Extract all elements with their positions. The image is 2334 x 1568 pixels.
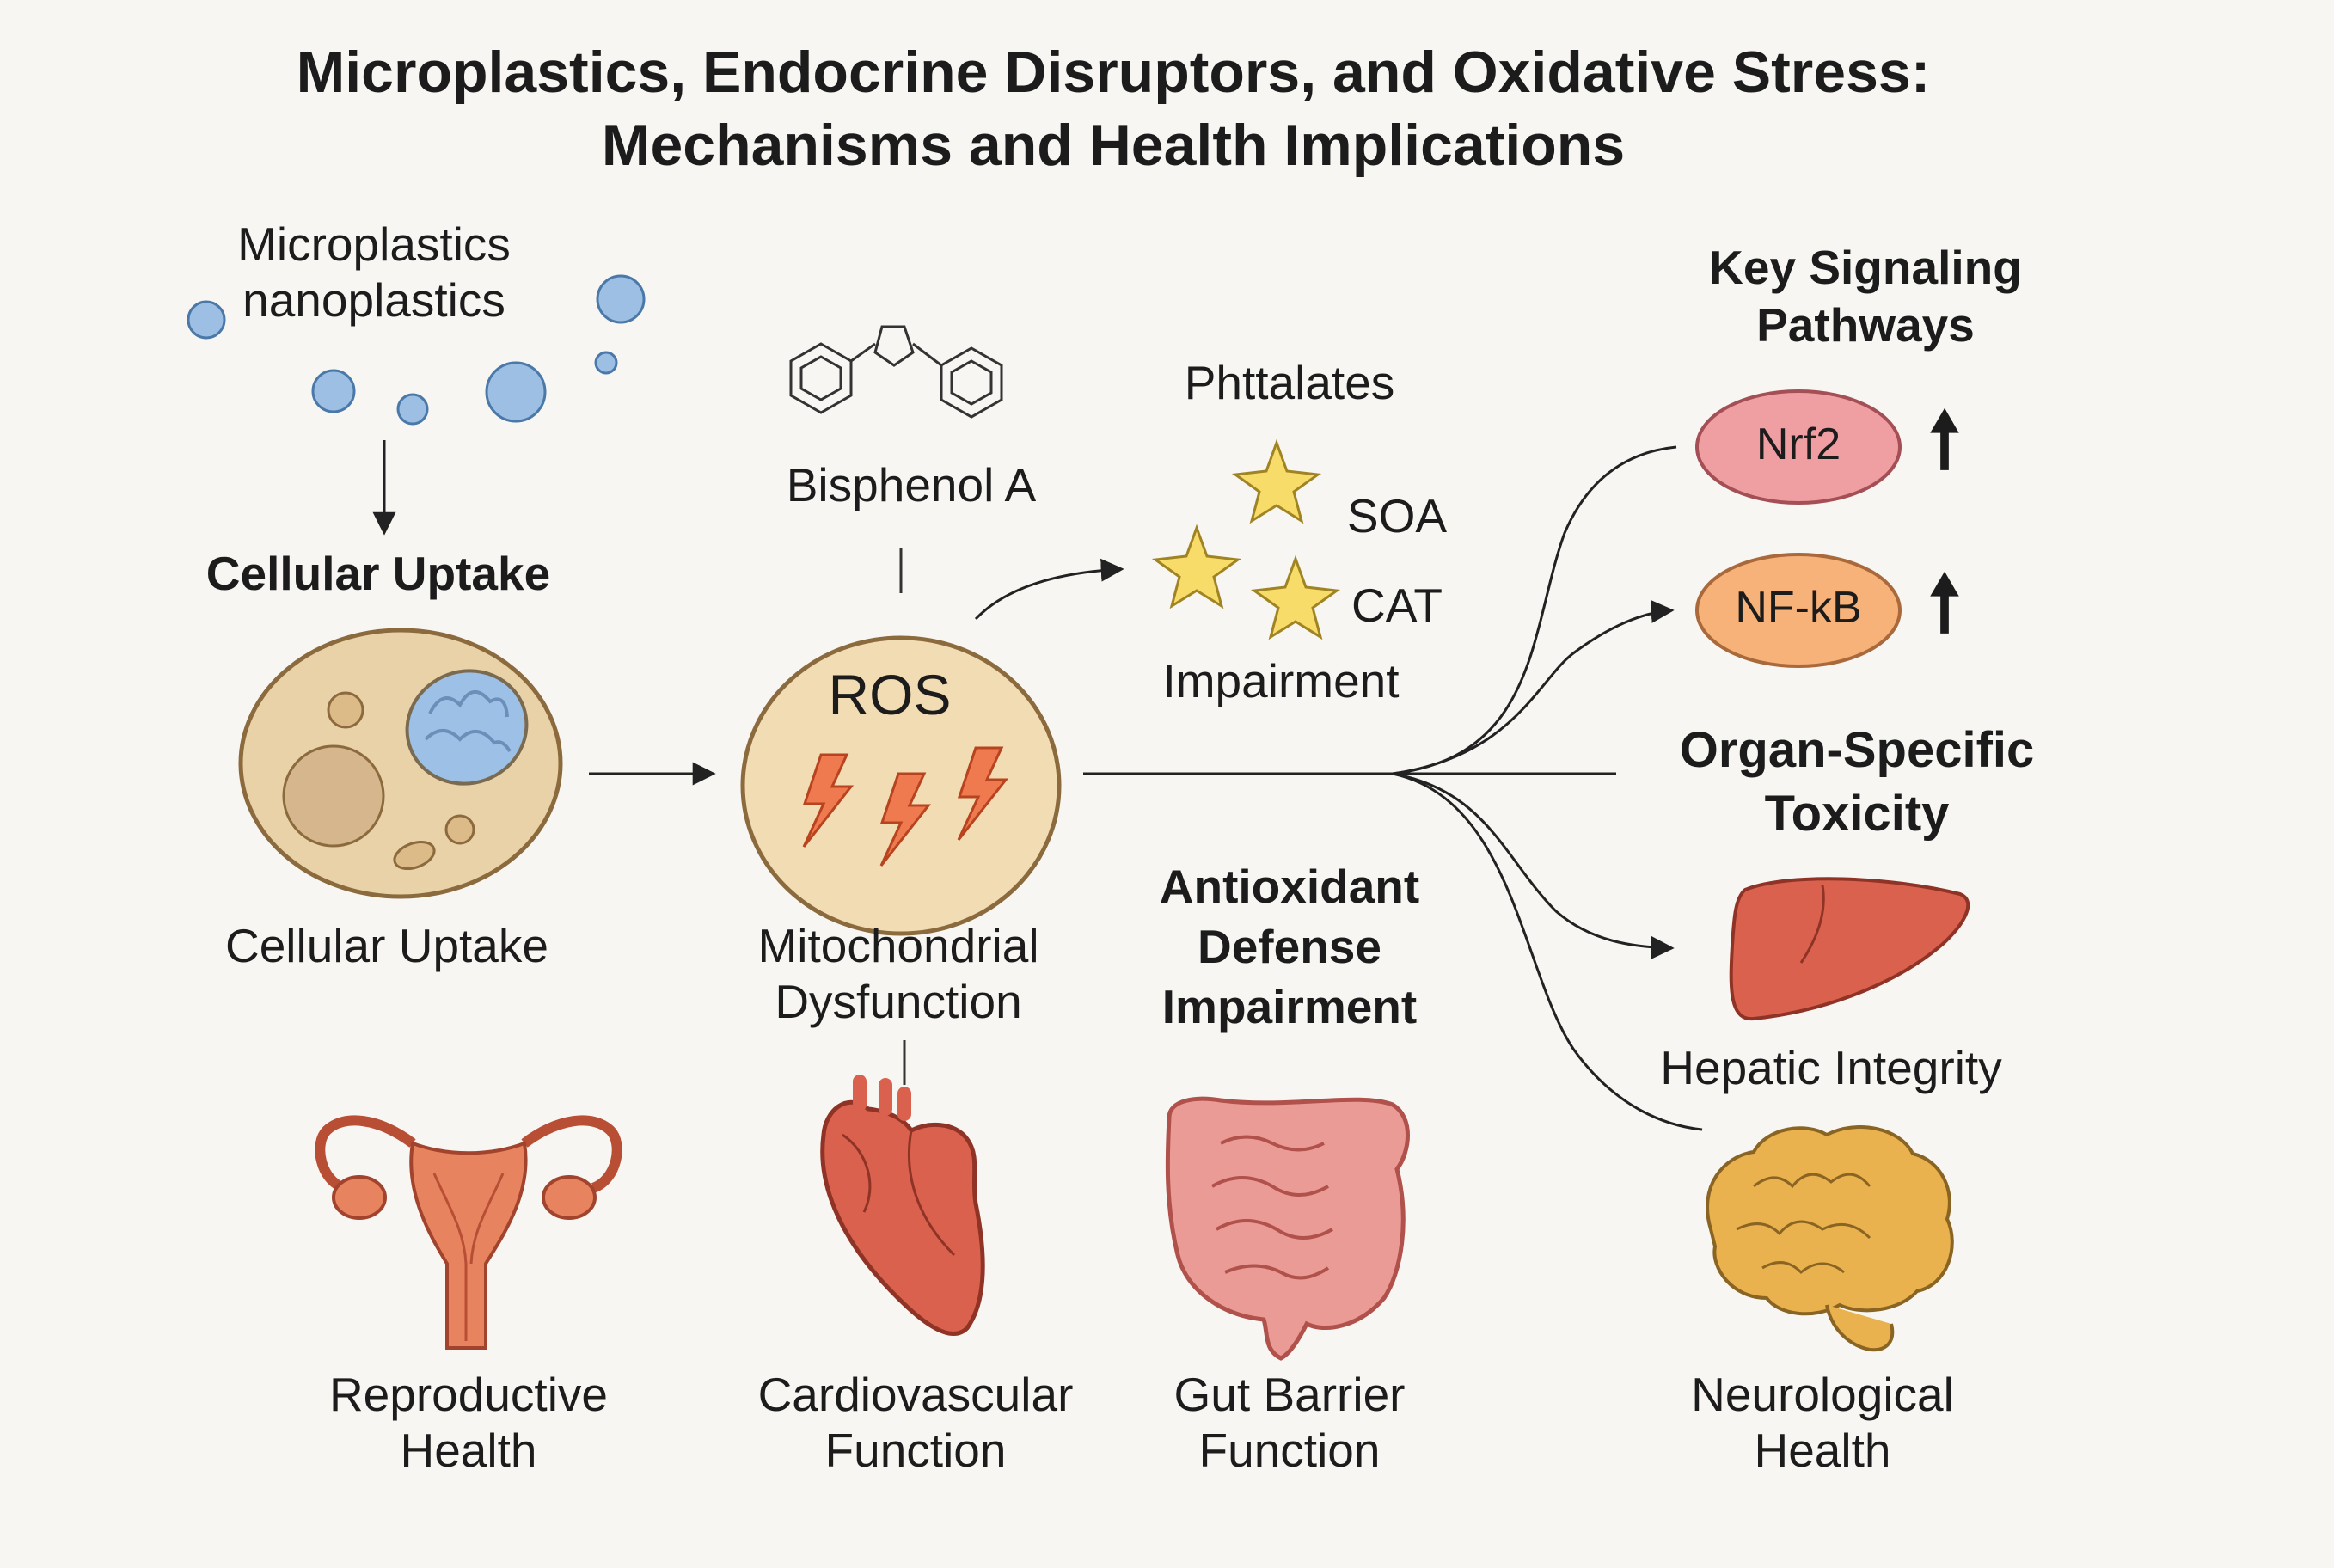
nfkb-up-arrow-icon: 🠕	[1928, 560, 1961, 646]
bisphenol-a-label: Bisphenol A	[786, 458, 1037, 511]
nfkb-label: NF-kB	[1735, 583, 1862, 633]
reproductive-line-2: Health	[400, 1423, 537, 1477]
cardiovascular-function-label: Cardiovascular Function	[696, 1367, 1135, 1479]
ros-illustration	[740, 635, 1062, 936]
mitochondrial-dysfunction-caption: Mitochondrial Dysfunction	[705, 918, 1092, 1030]
cell-illustration	[238, 628, 563, 899]
title-line-2: Mechanisms and Health Implications	[601, 113, 1626, 178]
mitochondrion-icon	[405, 669, 529, 786]
nfkb-pill	[1695, 553, 1902, 668]
particle	[396, 393, 429, 426]
cellular-uptake-heading: Cellular Uptake	[205, 547, 551, 600]
mitochondrial-dysfunction-line-1: Mitochondrial	[757, 919, 1039, 972]
organ-toxicity-line-2: Toxicity	[1764, 785, 1950, 842]
phthalate-stars	[1151, 438, 1341, 640]
gut-barrier-line-2: Function	[1198, 1423, 1381, 1477]
cellular-uptake-caption: Cellular Uptake	[224, 919, 548, 972]
lightning-icon	[879, 772, 932, 867]
particle	[311, 369, 356, 413]
nrf2-up-arrow-icon: 🠕	[1928, 397, 1961, 482]
star-icon	[1231, 438, 1322, 524]
antioxidant-line-3: Impairment	[1161, 979, 1418, 1033]
signaling-heading-line-1: Key Signaling	[1709, 241, 2022, 294]
reproductive-health-label: Reproductive Health	[249, 1367, 688, 1479]
phthalates-label: Phttalates	[1184, 356, 1395, 409]
signaling-heading-line-2: Pathways	[1756, 298, 1975, 352]
star-icon	[1151, 524, 1242, 609]
gut-barrier-line-1: Gut Barrier	[1173, 1368, 1406, 1421]
mitochondrial-dysfunction-line-2: Dysfunction	[775, 974, 1022, 1028]
neurological-line-1: Neurological	[1691, 1368, 1954, 1421]
signaling-pathways-heading: Key Signaling Pathways	[1642, 239, 2089, 354]
enzyme-soa-label: SOA	[1346, 489, 1448, 542]
star-icon	[1250, 554, 1341, 640]
microplastics-label-line-1: Microplastics	[237, 217, 511, 271]
heart-icon	[820, 1075, 985, 1336]
particle	[187, 300, 226, 340]
liver-icon	[1729, 877, 1970, 1021]
ros-label: ROS	[828, 663, 952, 726]
uterus-icon	[315, 1115, 622, 1350]
title-line-1: Microplastics, Endocrine Disruptors, and…	[296, 40, 1931, 105]
lightning-icon	[802, 753, 855, 848]
lightning-icon	[957, 746, 1009, 841]
particle	[596, 274, 646, 324]
cardiovascular-line-2: Function	[824, 1423, 1007, 1477]
antioxidant-line-2: Defense	[1198, 919, 1381, 973]
diagram-title: Microplastics, Endocrine Disruptors, and…	[0, 36, 2227, 182]
particle	[594, 351, 618, 375]
organ-toxicity-line-1: Organ-Specific	[1679, 722, 2035, 778]
impairment-label: Impairment	[1162, 654, 1400, 707]
intestine-icon	[1165, 1096, 1410, 1361]
nrf2-pill	[1695, 389, 1902, 505]
brain-icon	[1706, 1125, 1954, 1352]
gut-barrier-function-label: Gut Barrier Function	[1075, 1367, 1504, 1479]
pathway-branches	[1083, 445, 1703, 1131]
enzyme-cat-label: CAT	[1351, 579, 1443, 632]
microplastics-label-line-2: nanoplastics	[242, 273, 505, 327]
arrow-ros-to-phthalates	[974, 558, 1124, 621]
antioxidant-defense-heading: Antioxidant Defense Impairment	[1083, 857, 1496, 1038]
hepatic-integrity-label: Hepatic Integrity	[1660, 1041, 2002, 1094]
reproductive-line-1: Reproductive	[328, 1368, 609, 1421]
neurological-health-label: Neurological Health	[1608, 1367, 2037, 1479]
organ-toxicity-heading: Organ-Specific Toxicity	[1616, 719, 2098, 845]
nrf2-label: Nrf2	[1755, 420, 1841, 469]
microplastics-label: Microplastics nanoplastics	[181, 217, 567, 328]
cardiovascular-line-1: Cardiovascular	[757, 1368, 1074, 1421]
bisphenol-a-structure-icon	[789, 325, 1003, 419]
particle-cluster	[187, 274, 646, 426]
neurological-line-2: Health	[1754, 1423, 1891, 1477]
antioxidant-line-1: Antioxidant	[1159, 860, 1420, 913]
particle	[485, 361, 547, 423]
